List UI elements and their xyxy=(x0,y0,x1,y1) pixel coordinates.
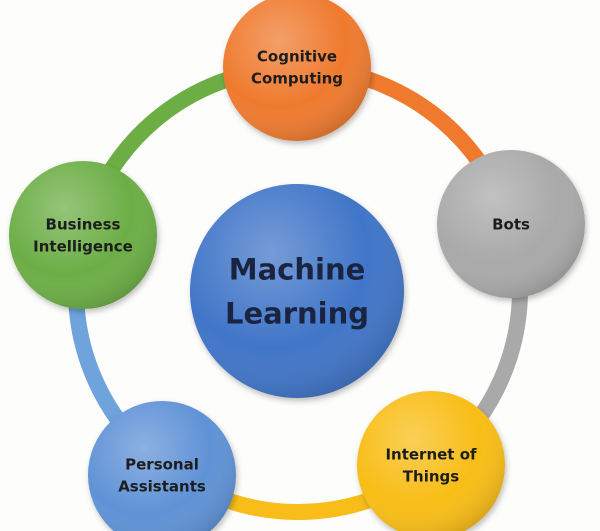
node-bots-label-line-1: Bots xyxy=(492,215,530,233)
node-personal-assistants-label-line-1: Personal xyxy=(125,455,199,473)
node-shading-cognitive-computing xyxy=(223,0,371,141)
center-circle-shading xyxy=(190,184,404,398)
node-business-intelligence-label-line-2: Intelligence xyxy=(33,237,133,255)
node-business-intelligence-label-line-1: Business xyxy=(46,215,121,233)
node-shading-personal-assistants xyxy=(88,401,236,531)
node-bots: Bots xyxy=(437,150,585,298)
node-internet-of-things-label-line-1: Internet of xyxy=(385,445,477,463)
node-shading-internet-of-things xyxy=(357,391,505,531)
node-internet-of-things-label-line-2: Things xyxy=(403,467,459,485)
node-shading-bots xyxy=(437,150,585,298)
node-personal-assistants-label-line-2: Assistants xyxy=(118,477,206,495)
node-shading-business-intelligence xyxy=(9,161,157,309)
node-cognitive-computing-label-line-1: Cognitive xyxy=(257,47,337,65)
node-cognitive-computing-label-line-2: Computing xyxy=(251,69,343,87)
center-node-label-line-2: Learning xyxy=(225,296,369,330)
node-internet-of-things: Internet of Things xyxy=(357,391,505,531)
center-node-label-line-1: Machine xyxy=(229,252,366,286)
